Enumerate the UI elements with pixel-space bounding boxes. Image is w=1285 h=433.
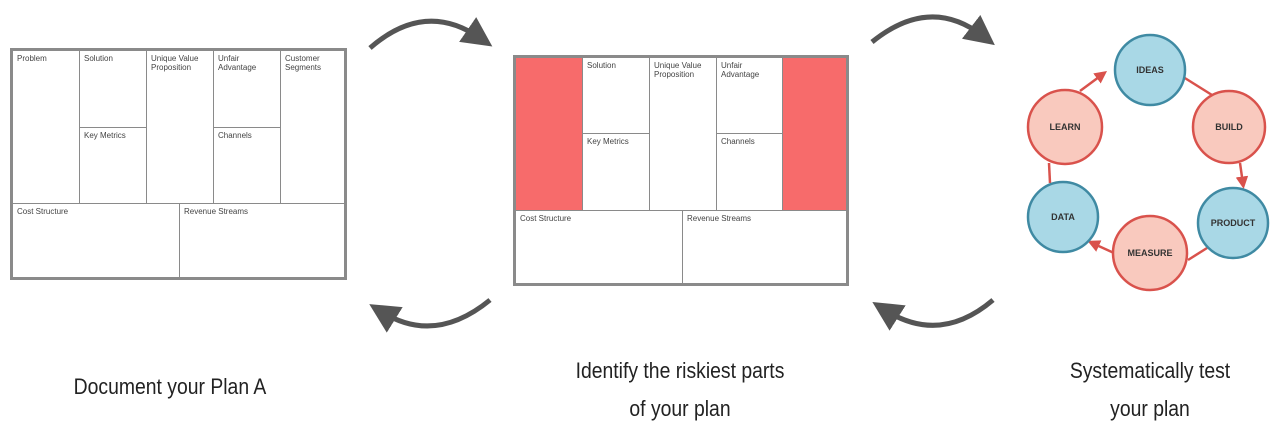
svg-text:IDEAS: IDEAS: [1136, 65, 1164, 75]
caption-line: Identify the riskiest parts: [575, 358, 785, 383]
caption-step-3: Systematically test your plan: [1018, 352, 1282, 428]
caption-line: Document your Plan A: [73, 374, 267, 399]
node-product: PRODUCT: [1196, 186, 1270, 260]
cell-segments-highlighted: [782, 57, 847, 211]
node-data: DATA: [1026, 180, 1100, 254]
caption-step-2: Identify the riskiest parts of your plan: [539, 352, 821, 428]
node-learn: LEARN: [1026, 88, 1104, 166]
back-arrow-1: [369, 298, 492, 333]
svg-text:PRODUCT: PRODUCT: [1211, 218, 1256, 228]
svg-text:MEASURE: MEASURE: [1127, 248, 1172, 258]
lean-canvas-riskiest: Solution Key Metrics Unique Value Propos…: [513, 55, 849, 286]
svg-text:LEARN: LEARN: [1050, 122, 1081, 132]
caption-line: of your plan: [629, 396, 731, 421]
cell-revenue-streams: Revenue Streams: [682, 210, 847, 284]
cell-revenue-streams: Revenue Streams: [179, 203, 345, 278]
svg-text:BUILD: BUILD: [1215, 122, 1243, 132]
cell-problem-highlighted: [515, 57, 583, 211]
forward-arrow-2: [870, 14, 995, 46]
cycle-connectors: [1047, 71, 1249, 262]
lean-canvas-plan-a: Problem Solution Key Metrics Unique Valu…: [10, 48, 347, 280]
svg-text:DATA: DATA: [1051, 212, 1075, 222]
node-build: BUILD: [1191, 89, 1267, 165]
forward-arrow-1: [368, 17, 493, 50]
node-measure: MEASURE: [1111, 214, 1189, 292]
node-ideas: IDEAS: [1113, 33, 1187, 107]
caption-line: your plan: [1110, 396, 1190, 421]
back-arrow-2: [872, 298, 995, 331]
caption-line: Systematically test: [1069, 358, 1231, 383]
caption-step-1: Document your Plan A: [38, 368, 302, 406]
